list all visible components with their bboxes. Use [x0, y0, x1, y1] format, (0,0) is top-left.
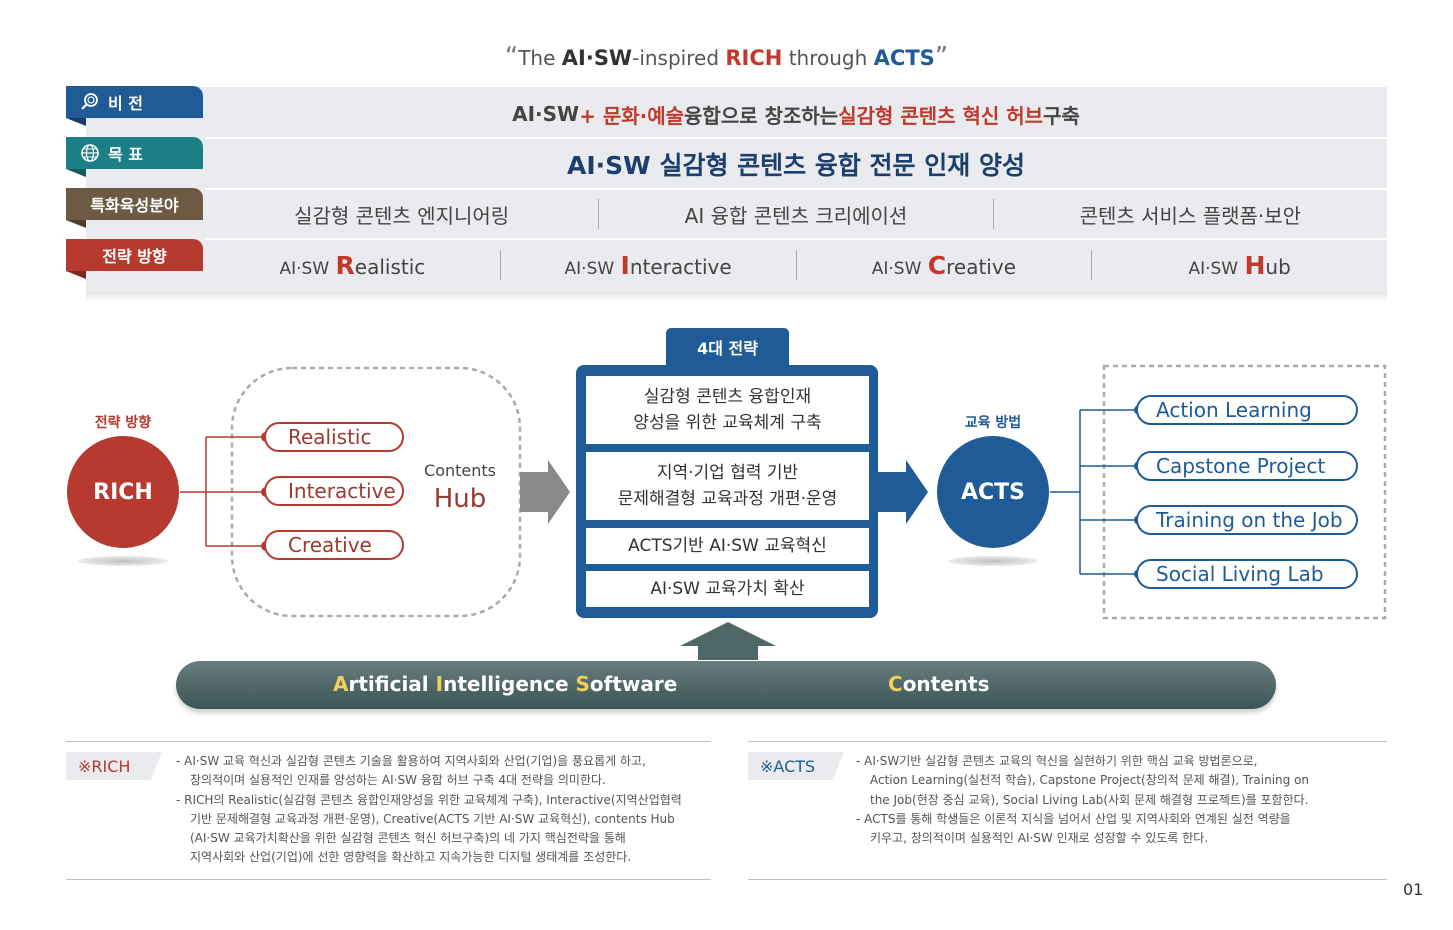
pill-training-on-the-job: Training on the Job: [1136, 505, 1358, 535]
left-heading: 전략 방향: [94, 415, 152, 431]
arrow-right-icon: [878, 460, 928, 524]
slogan-sw: SW: [593, 46, 633, 70]
column-divider: [598, 199, 600, 229]
pill-action-learning: Action Learning: [1136, 395, 1358, 425]
tag-fold: [66, 271, 86, 279]
tag-goal-label: 목 표: [108, 145, 144, 164]
note-acts-text: - AI·SW기반 실감형 콘텐츠 교육의 혁신을 실현하기 위한 핵심 교육 …: [856, 752, 1381, 848]
note-line: Action Learning(실천적 학습), Capstone Projec…: [870, 773, 1310, 788]
tag-goal: 목 표: [66, 137, 203, 169]
strategy-item: 지역·기업 협력 기반 문제해결형 교육과정 개편·운영: [586, 452, 869, 520]
slogan-acts: ACTS: [873, 46, 935, 70]
direction-row: AI·SW Realistic AI·SW Interactive AI·SW …: [205, 246, 1387, 284]
note-divider: [66, 879, 711, 880]
acts-circle: ACTS: [937, 436, 1049, 548]
tag-fold: [66, 220, 86, 228]
tag-fold: [66, 118, 86, 126]
arrow-up-icon: [680, 622, 776, 660]
note-line: (AI·SW 교육가치확산을 위한 실감형 콘텐츠 혁신 허브구축)의 네 가지…: [190, 831, 626, 846]
tag-fold: [66, 169, 86, 177]
direction-item: AI·SW Realistic: [279, 250, 426, 280]
note-acts-tag: ※ACTS: [748, 752, 844, 780]
direction-item: AI·SW Interactive: [564, 250, 732, 280]
globe-icon: [80, 143, 100, 163]
column-divider: [1091, 250, 1093, 280]
field-item: AI 융합 콘텐츠 크리에이션: [684, 203, 908, 228]
note-line: 창의적이며 실용적인 인재를 양성하는 AI·SW 융합 허브 구축 4대 전략…: [190, 773, 606, 788]
pill-creative: Creative: [264, 530, 404, 560]
note-line: - AI·SW 교육 혁신과 실감형 콘텐츠 기술을 활용하여 지역사회와 산업…: [176, 754, 646, 768]
column-divider: [992, 199, 994, 229]
note-line: 지역사회와 산업(기업)에 선한 영향력을 확산하고 지속가능한 디지털 생태계…: [190, 850, 632, 865]
column-divider: [795, 250, 797, 280]
foundation-band: [176, 661, 1276, 709]
column-divider: [499, 250, 501, 280]
right-heading: 교육 방법: [964, 415, 1022, 431]
tag-vision-label: 비 전: [108, 94, 144, 113]
pill-realistic: Realistic: [264, 422, 404, 452]
slogan-rich: RICH: [725, 46, 783, 70]
strategy-item: 실감형 콘텐츠 융합인재 양성을 위한 교육체계 구축: [586, 376, 869, 444]
slogan: “The AI·SW-inspired RICH through ACTS”: [0, 42, 1453, 72]
pill-social-living-lab: Social Living Lab: [1136, 559, 1358, 589]
band-right-text: Contents: [888, 672, 990, 696]
note-line: - RICH의 Realistic(실감형 콘텐츠 융합인재양성을 위한 교육체…: [176, 792, 682, 807]
note-line: - AI·SW기반 실감형 콘텐츠 교육의 혁신을 실현하기 위한 핵심 교육 …: [856, 754, 1258, 768]
vision-highlight: + 문화·예술: [579, 103, 685, 128]
page-number: 01: [1403, 880, 1424, 899]
tag-direction: 전략 방향: [66, 239, 203, 271]
slogan-dot: ·: [585, 46, 594, 70]
note-line: the Job(현장 중심 교육), Social Living Lab(사회 …: [870, 792, 1309, 807]
banner-shadow: [86, 292, 1387, 302]
rich-circle: RICH: [67, 436, 179, 548]
hub-label: Hub: [433, 484, 487, 514]
rich-bracket: [180, 436, 266, 547]
note-line: 기반 문제해결형 교육과정 개편·운영), Creative(ACTS 기반 A…: [190, 811, 675, 826]
slogan-through: through: [788, 46, 868, 70]
row-divider: [205, 188, 1387, 190]
slogan-ai: AI: [561, 46, 586, 70]
note-divider: [66, 741, 711, 742]
note-divider: [748, 741, 1387, 742]
goal-text: AI·SW 실감형 콘텐츠 융합 전문 인재 양성: [567, 151, 1025, 180]
direction-item: AI·SW Hub: [1188, 250, 1291, 280]
field-item: 실감형 콘텐츠 엔지니어링: [294, 203, 510, 228]
note-line: 키우고, 창의적이며 실용적인 AI·SW 인재로 성장할 수 있도록 한다.: [870, 831, 1209, 846]
pill-interactive: Interactive: [264, 476, 404, 506]
arrow-right-icon: [520, 460, 570, 524]
tag-vision: 비 전: [66, 86, 203, 118]
band-left-text: Artificial Intelligence Software: [333, 672, 678, 696]
note-rich-text: - AI·SW 교육 혁신과 실감형 콘텐츠 기술을 활용하여 지역사회와 산업…: [176, 752, 706, 868]
open-quote: “: [504, 42, 519, 72]
methods-frame: [1102, 364, 1387, 620]
row-divider: [205, 238, 1387, 240]
tag-fields-label: 특화육성분야: [90, 196, 179, 215]
contents-label: Contents: [424, 461, 496, 480]
acts-bracket: [1050, 409, 1140, 575]
note-line: - ACTS를 통해 학생들은 이론적 지식을 넘어서 산업 및 지역사회와 연…: [856, 811, 1291, 826]
row-divider: [205, 137, 1387, 139]
field-item: 콘텐츠 서비스 플랫폼·보안: [1079, 203, 1302, 228]
circle-shadow: [948, 556, 1038, 566]
vision-text: AI·SW + 문화·예술 융합으로 창조하는 실감형 콘텐츠 혁신 허브 구축: [205, 94, 1387, 134]
circle-shadow: [78, 556, 168, 566]
strategy-item: AI·SW 교육가치 확산: [586, 571, 869, 607]
note-rich-tag: ※RICH: [66, 752, 162, 780]
vision-emphasis: 실감형 콘텐츠 혁신 허브: [838, 103, 1044, 128]
note-divider: [748, 879, 1387, 880]
search-icon: [80, 92, 100, 112]
pill-capstone-project: Capstone Project: [1136, 451, 1358, 481]
strategy-header: 4대 전략: [666, 328, 789, 365]
tag-fields: 특화육성분야: [66, 188, 203, 220]
tag-direction-label: 전략 방향: [102, 247, 167, 266]
diagram-connectors: [180, 364, 1387, 660]
strategy-item: ACTS기반 AI·SW 교육혁신: [586, 528, 869, 564]
direction-item: AI·SW Creative: [871, 250, 1016, 280]
slogan-the: The: [518, 46, 556, 70]
slogan-inspired: -inspired: [632, 46, 720, 70]
fields-row: 실감형 콘텐츠 엔지니어링 AI 융합 콘텐츠 크리에이션 콘텐츠 서비스 플랫…: [205, 196, 1387, 232]
close-quote: ”: [934, 42, 949, 72]
